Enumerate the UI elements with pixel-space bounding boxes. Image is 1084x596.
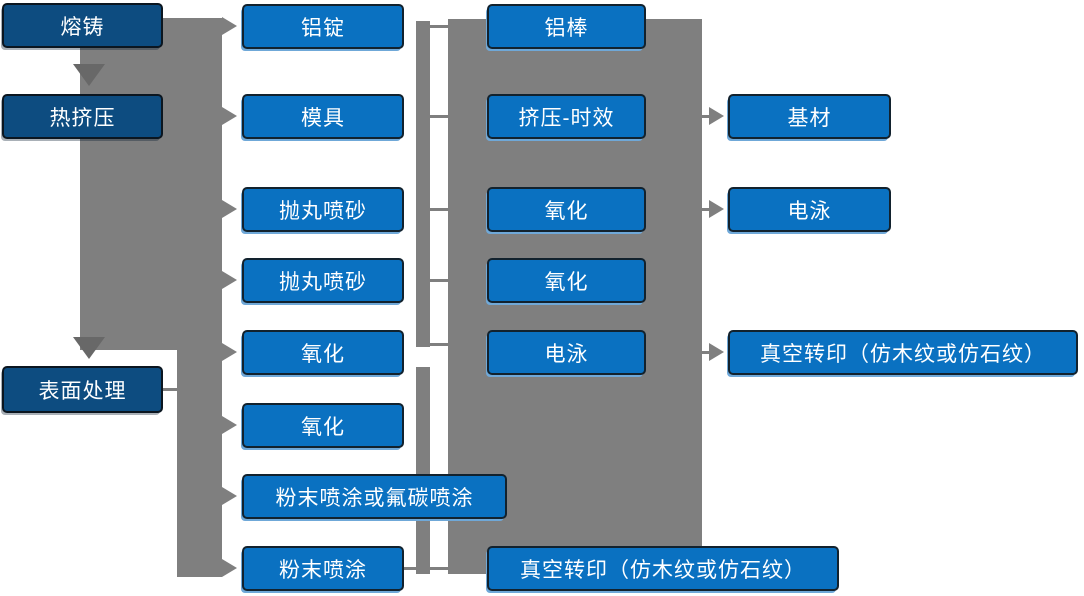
connector-bar-left-narrow [177,348,222,577]
connector-line [428,25,450,28]
node-mold: 模具 [242,94,404,139]
node-oxidation-1: 氧化 [242,330,404,375]
arrow-right-icon [709,107,724,125]
arrow-right-icon [709,200,724,218]
arrow-right-icon [222,487,237,505]
arrow-right-icon [222,559,237,577]
node-melting-casting: 熔铸 [2,3,163,48]
arrow-down-icon [73,64,105,86]
connector-line [161,388,179,391]
arrow-right-icon [222,200,237,218]
node-powder-or-fluorocarbon-coating: 粉末喷涂或氟碳喷涂 [242,474,507,519]
node-oxidation-3: 氧化 [487,187,646,232]
node-electrophoresis-1: 电泳 [487,330,646,375]
arrow-right-icon [222,343,237,361]
node-surface-treatment: 表面处理 [2,366,163,413]
arrow-right-icon [709,343,724,361]
connector-line [702,115,711,118]
node-vacuum-transfer-print-2: 真空转印（仿木纹或仿石纹） [728,330,1078,375]
connector-bar-mid-upper [416,21,430,347]
arrow-down-icon [73,337,105,359]
connector-line [404,567,450,570]
node-powder-coating: 粉末喷涂 [242,546,404,591]
node-hot-extrusion: 热挤压 [2,94,163,139]
node-oxidation-4: 氧化 [487,258,646,303]
node-oxidation-2: 氧化 [242,403,404,448]
connector-line [428,343,450,346]
connector-line [428,208,450,211]
connector-bar-mid-lower [416,367,430,574]
node-electrophoresis-2: 电泳 [728,187,891,232]
node-shot-blasting-1: 抛丸喷砂 [242,187,404,232]
node-extrusion-aging: 挤压-时效 [487,94,646,139]
connector-line [428,115,450,118]
arrow-right-icon [222,17,237,35]
node-aluminum-rod: 铝棒 [487,4,646,49]
arrow-right-icon [222,271,237,289]
arrow-right-icon [222,416,237,434]
node-vacuum-transfer-print-1: 真空转印（仿木纹或仿石纹） [487,546,839,591]
connector-line [702,208,711,211]
node-shot-blasting-2: 抛丸喷砂 [242,258,404,303]
arrow-right-icon [222,107,237,125]
connector-line [702,351,711,354]
connector-line [428,279,450,282]
node-base-material: 基材 [728,94,891,139]
node-aluminum-ingot: 铝锭 [242,4,404,49]
